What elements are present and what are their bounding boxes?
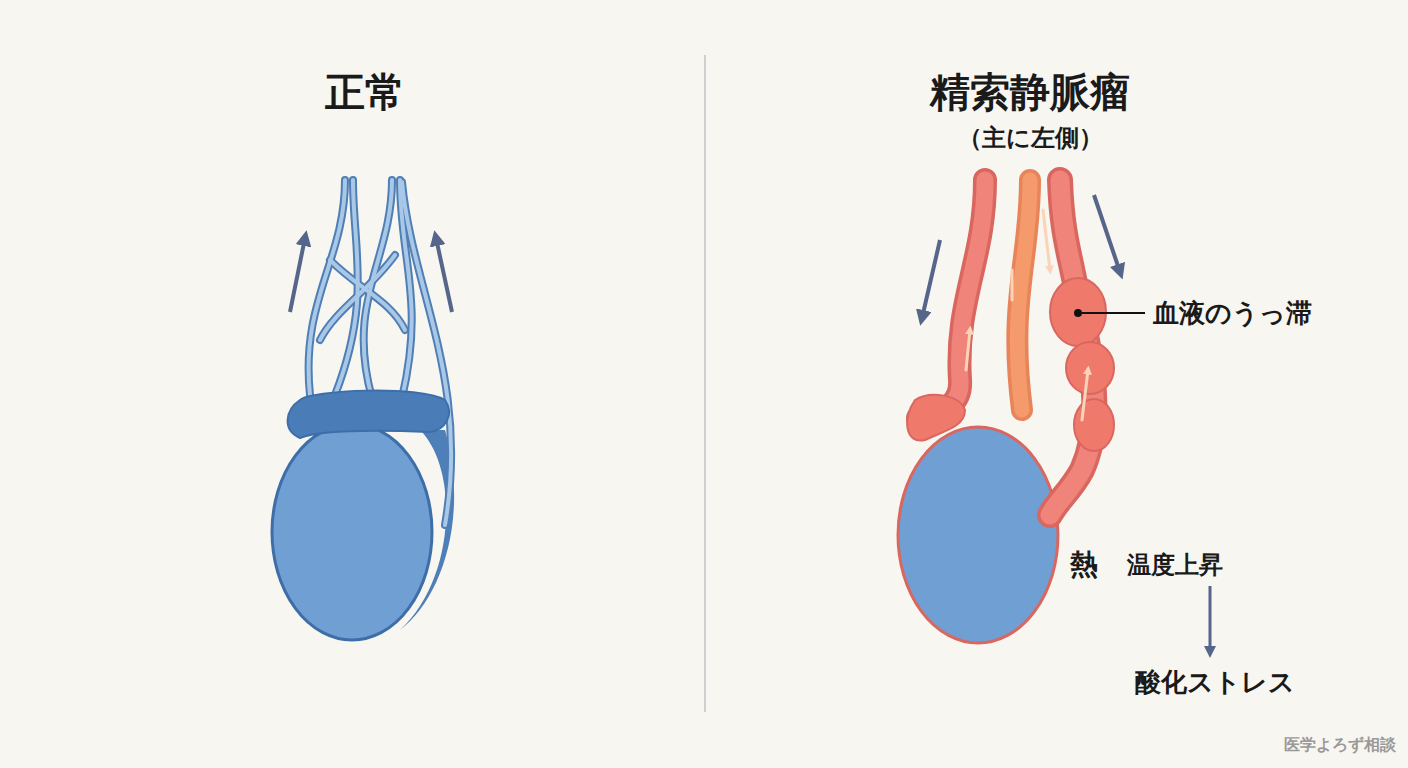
panel-heading: 正常 [325,65,405,120]
flow-arrow [1094,195,1120,272]
heat-label: 熱 [1070,546,1098,584]
callout-label: 酸化ストレス [1135,665,1295,700]
divider [704,55,706,712]
flow-arrow [436,238,452,312]
flow-arrow [922,240,940,318]
panel-subheading: （主に左側） [958,122,1103,154]
normal-testis [272,180,454,640]
callout-label: 温度上昇 [1127,549,1223,581]
cause-arrow [1209,586,1212,652]
callout-label: 血液のうっ滞 [1153,296,1312,331]
panel-heading: 精索静脈瘤 [930,65,1130,120]
varicocele-testis [898,180,1145,643]
flow-arrow [290,238,305,312]
watermark: 医学よろず相談 [1284,735,1396,756]
